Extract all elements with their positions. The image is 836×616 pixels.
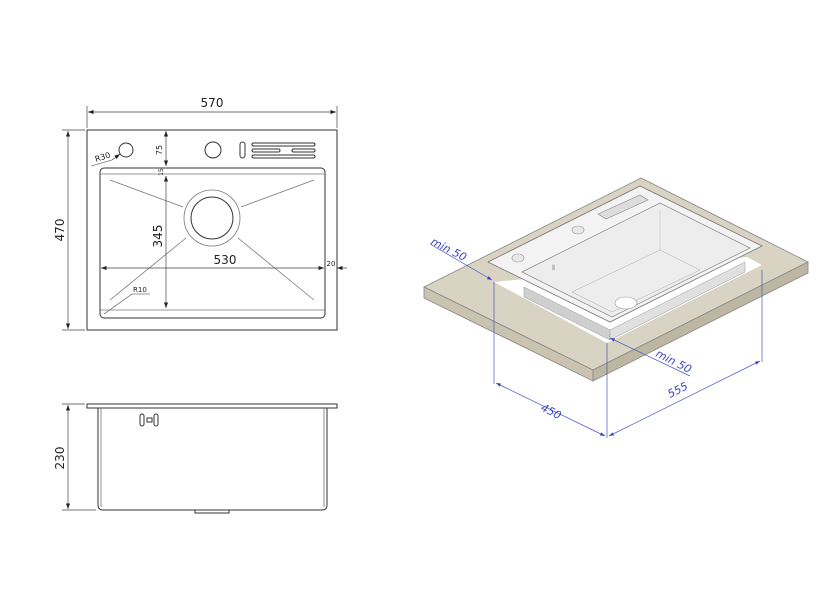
drain-ring bbox=[183, 189, 241, 247]
depth-label: 230 bbox=[53, 447, 67, 470]
sink-outline bbox=[86, 129, 338, 331]
drainer-slot bbox=[597, 194, 649, 220]
bowl-side bbox=[97, 408, 328, 511]
drain-icon bbox=[614, 296, 638, 310]
bowl-outline bbox=[99, 167, 326, 319]
isometric-view: ⫴ 450 555 min 50 min 50 bbox=[423, 177, 809, 438]
hole-radius-label: R30 bbox=[94, 150, 112, 163]
width-label: 570 bbox=[201, 96, 224, 110]
overflow-icon: ⫴ bbox=[552, 264, 555, 272]
overflow-icon bbox=[139, 413, 159, 427]
height-label: 470 bbox=[53, 219, 67, 242]
bowl-width-label: 530 bbox=[214, 253, 237, 267]
tap-hole bbox=[204, 141, 222, 159]
corner-radius-label: R10 bbox=[133, 286, 147, 294]
min-left-label: min 50 bbox=[429, 235, 469, 264]
drainer-slot bbox=[239, 141, 246, 159]
hole-offset-label: 75 bbox=[155, 145, 164, 155]
bowl-depth-label: 345 bbox=[151, 225, 165, 248]
side-view: 230 bbox=[53, 403, 338, 514]
side-margin-label: 20 bbox=[327, 260, 336, 268]
cutout-depth-label: 450 bbox=[539, 401, 564, 422]
tap-hole bbox=[118, 142, 134, 158]
rim-label: 15 bbox=[158, 168, 165, 176]
drain-icon bbox=[190, 196, 234, 240]
min-right-label: min 50 bbox=[654, 347, 694, 376]
flange bbox=[86, 403, 338, 409]
drain-outlet bbox=[194, 509, 230, 514]
top-view: 570 470 75 15 345 530 20 R30 bbox=[53, 96, 347, 331]
